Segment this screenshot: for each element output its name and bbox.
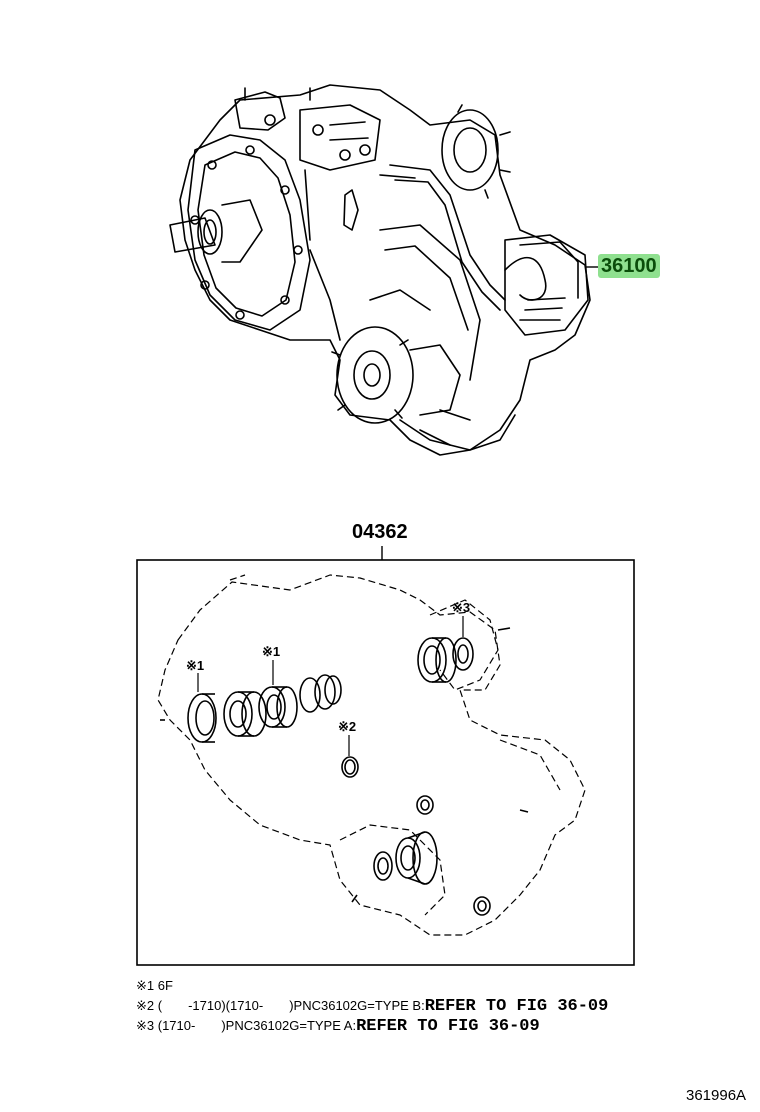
marker-2: ※2	[338, 719, 356, 734]
marker-1b: ※1	[262, 644, 280, 659]
footnote-3-text: ※3 (1710- )PNC36102G=TYPE A:	[136, 1018, 357, 1033]
footnote-1: ※1 6F	[136, 976, 608, 996]
footnote-1-text: ※1 6F	[136, 978, 173, 993]
footnotes: ※1 6F ※2 ( -1710)(1710- )PNC36102G=TYPE …	[136, 976, 608, 1036]
footnote-2-reference-link[interactable]: REFER TO FIG 36-09	[424, 997, 609, 1016]
footnote-3: ※3 (1710- )PNC36102G=TYPE A:REFER TO FIG…	[136, 1016, 608, 1036]
footnote-2-text: ※2 ( -1710)(1710- )PNC36102G=TYPE B:	[136, 998, 425, 1013]
kit-part-callout[interactable]: 04362	[352, 521, 408, 543]
assembly-part-callout[interactable]: 36100	[598, 254, 660, 278]
marker-3: ※3	[452, 600, 470, 615]
figure-code: 361996A	[686, 1087, 747, 1104]
footnote-3-reference-link[interactable]: REFER TO FIG 36-09	[356, 1017, 540, 1036]
footnote-2: ※2 ( -1710)(1710- )PNC36102G=TYPE B:REFE…	[136, 996, 608, 1016]
marker-1a: ※1	[186, 658, 204, 673]
